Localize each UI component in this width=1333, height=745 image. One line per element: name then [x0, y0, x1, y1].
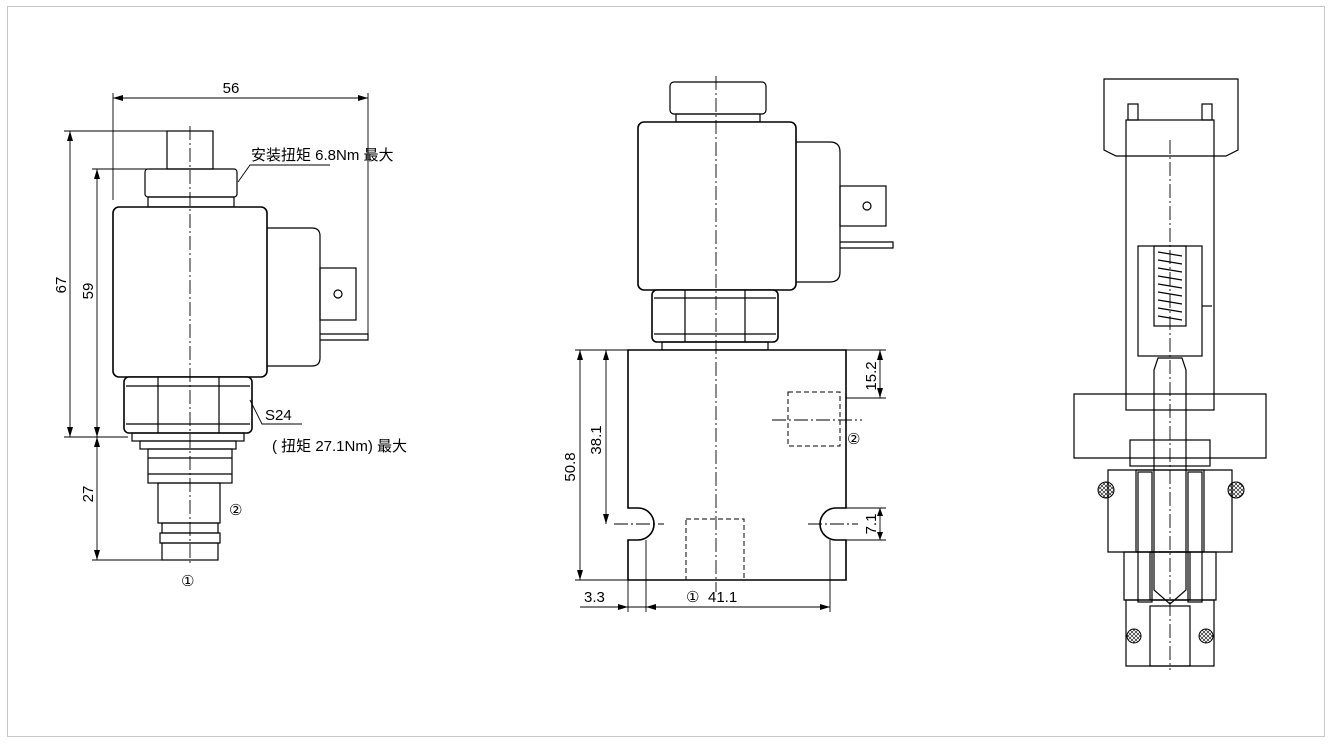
dim-3-3: 3.3 — [584, 589, 605, 606]
dim-56: 56 — [223, 80, 240, 97]
install-torque-label: 安装扭矩 6.8Nm 最大 — [251, 147, 394, 164]
top-nut-section — [1103, 78, 1239, 157]
flange-section — [1073, 393, 1267, 459]
bottom-section — [1125, 599, 1215, 667]
dim-15-2: 15.2 — [863, 361, 880, 390]
port-2-label-mid: ② — [847, 431, 860, 448]
dim-27: 27 — [80, 486, 97, 503]
ribbed-nut — [144, 168, 238, 198]
dim-50-8: 50.8 — [562, 452, 579, 481]
port-1-label: ① — [181, 573, 194, 590]
body-view: 50.8 38.1 15.2 7.1 3.3 41.1 ② ① — [562, 76, 894, 612]
dim-7-1: 7.1 — [863, 514, 880, 535]
ribbed-knob — [669, 81, 767, 115]
dim-41-1: 41.1 — [708, 589, 737, 606]
connector — [267, 227, 321, 367]
knurled-stem — [157, 482, 221, 524]
port-2-label: ② — [229, 502, 242, 519]
dim-59: 59 — [80, 283, 97, 300]
plunger — [1153, 357, 1187, 605]
hex-torque-label: ( 扭矩 27.1Nm) 最大 — [272, 438, 407, 455]
coil-body-2 — [637, 121, 797, 291]
front-view: 56 67 59 27 安装扭矩 6.8Nm 最大 S24 ( 扭矩 27.1N… — [53, 80, 407, 590]
dim-38-1: 38.1 — [588, 425, 605, 454]
port-1-label-mid: ① — [686, 589, 699, 606]
dim-67: 67 — [53, 277, 70, 294]
hex-size-label: S24 — [265, 407, 292, 424]
section-view — [1073, 78, 1267, 670]
manifold-block — [627, 349, 847, 581]
